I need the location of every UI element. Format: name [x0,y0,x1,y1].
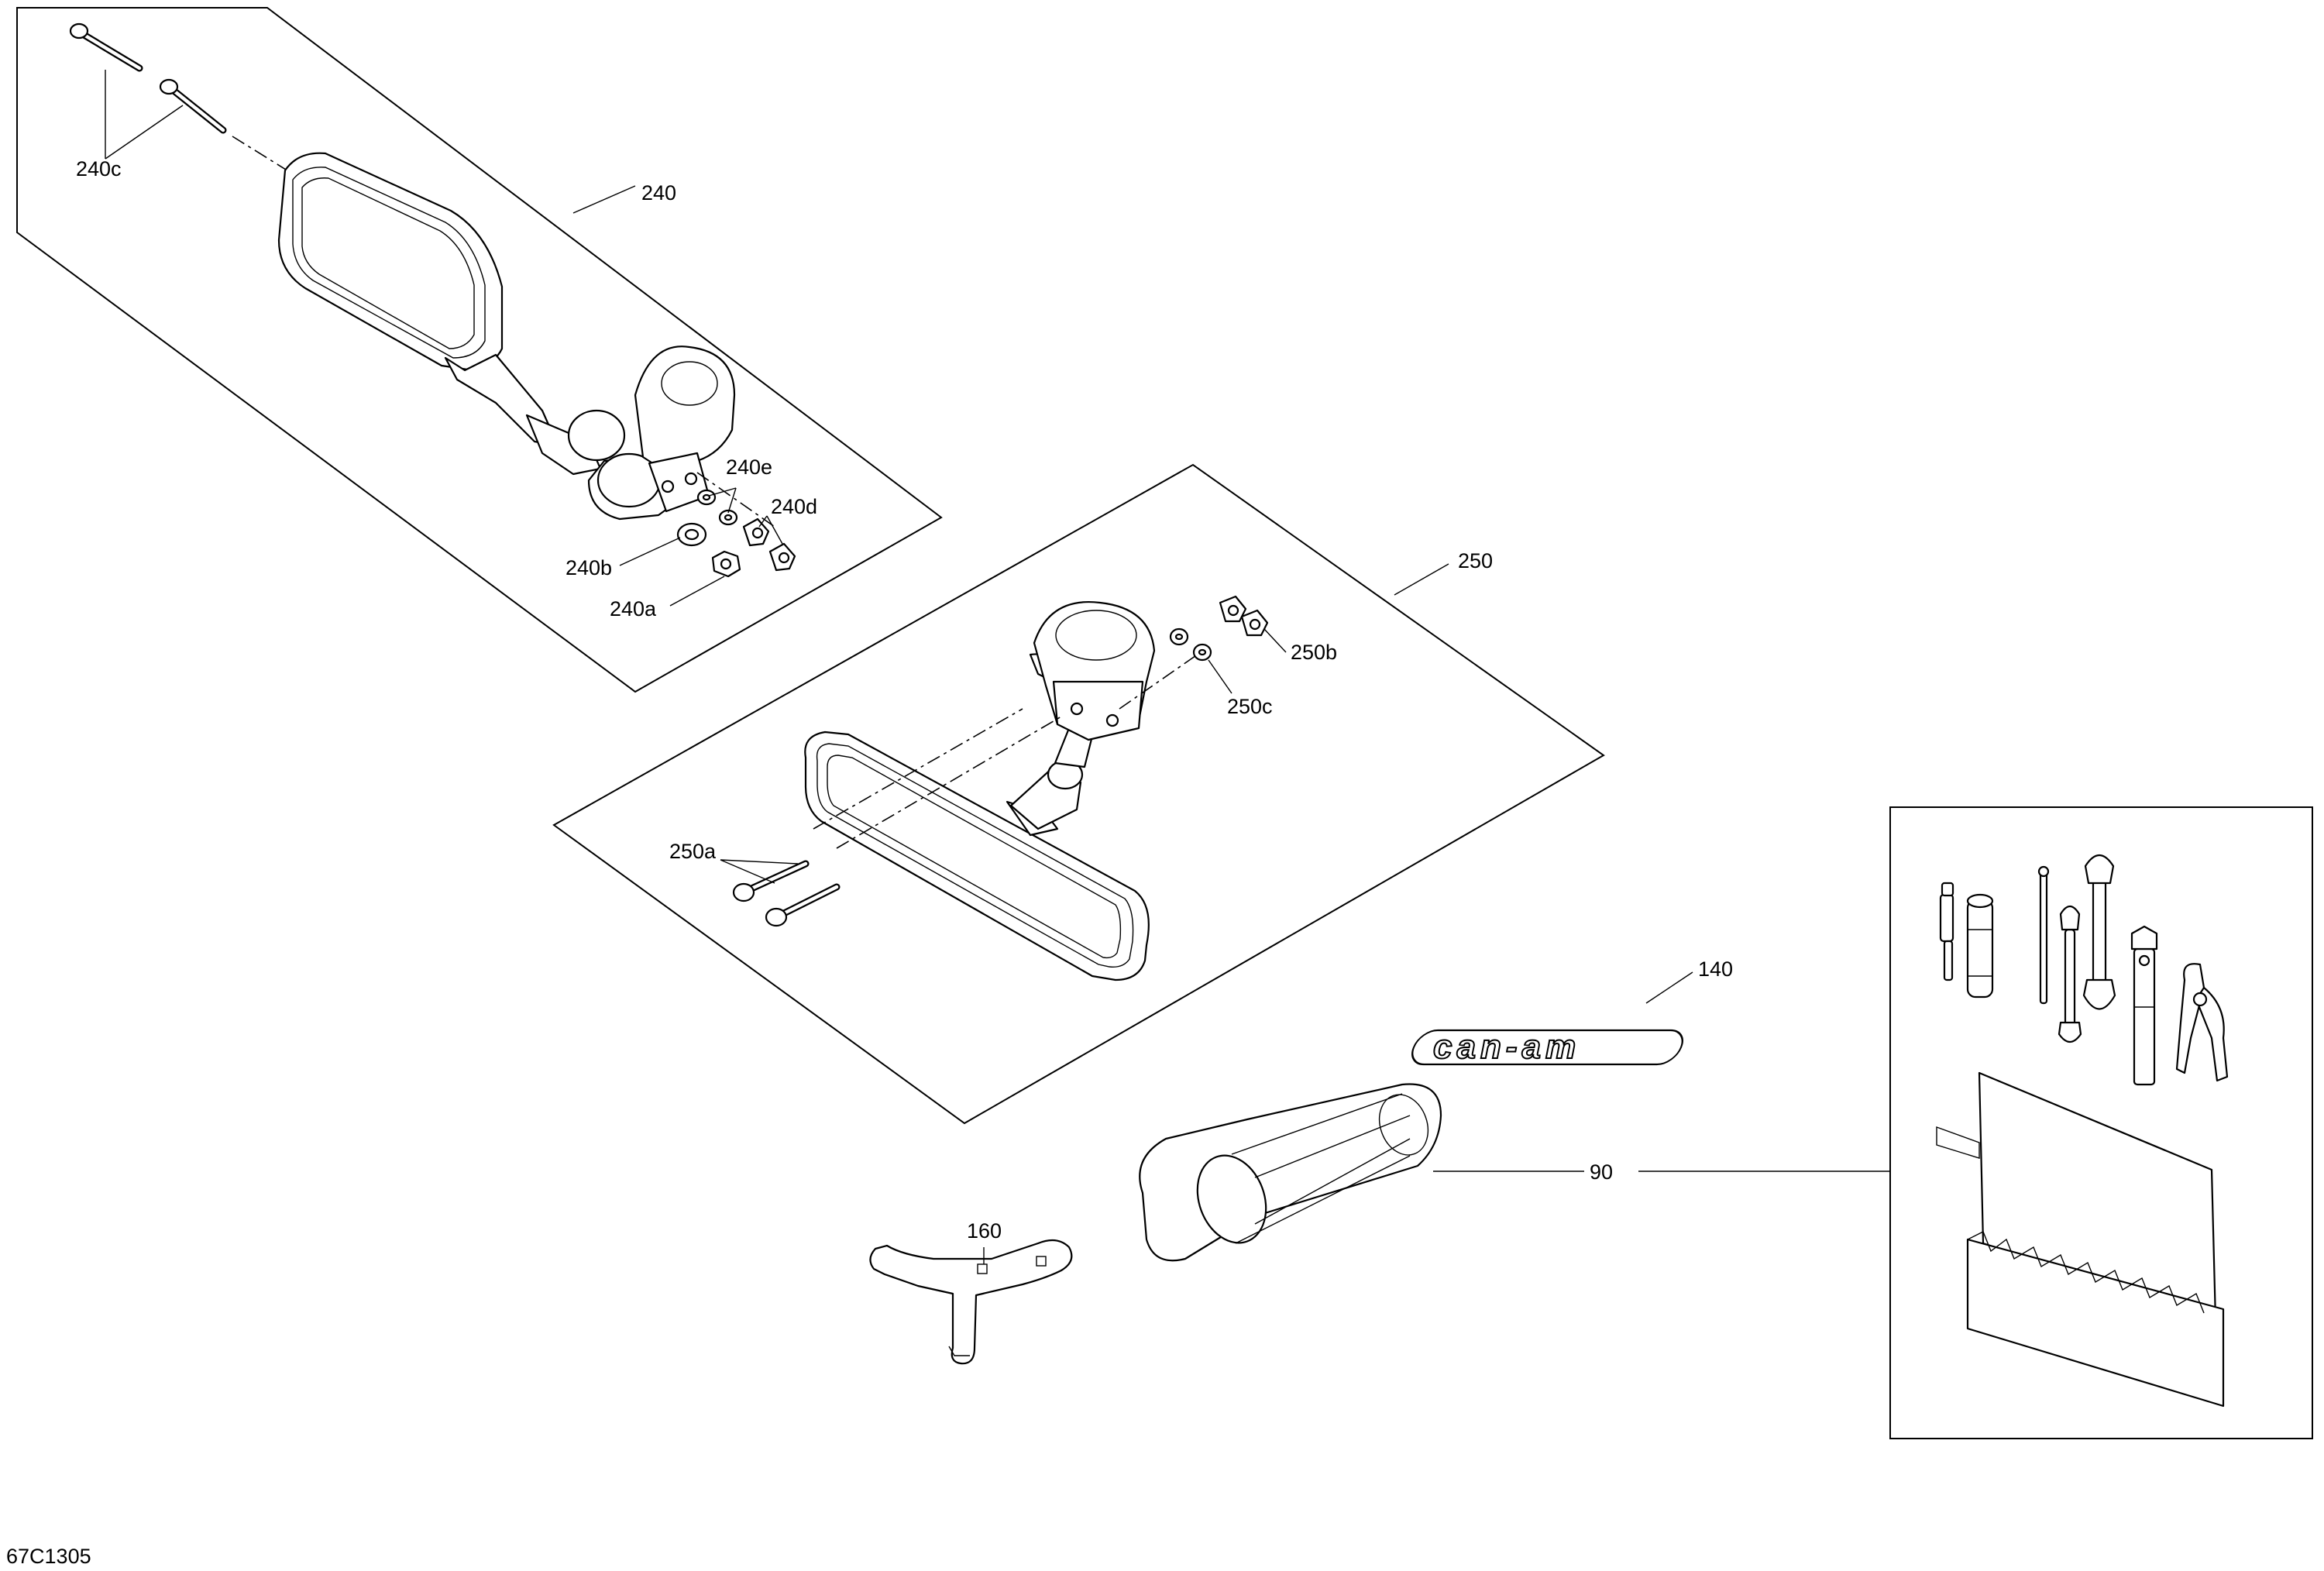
side-mirror-group [16,7,943,693]
cap-nut-250b-2 [1240,609,1269,637]
callout-250a: 250a [669,840,717,863]
screw-250a-1 [732,860,810,902]
callout-90: 90 [1590,1160,1613,1184]
tool-pouch [1936,1071,2225,1408]
tool-screwdriver [1939,882,1954,981]
callout-250c: 250c [1227,695,1273,718]
bolt-240c-2 [159,78,227,134]
storage-bag-90 [1139,1083,1442,1262]
cap-nut-250b-1 [1219,595,1247,623]
washer-240b [676,522,707,547]
callout-160: 160 [967,1219,1002,1243]
tool-wrench-small [2058,905,2082,1043]
tool-spark-plug-wrench [2130,925,2158,1086]
tool-kit-frame [1889,806,2313,1439]
callout-240a: 240a [610,597,657,620]
decal-140: can-am [1411,971,1693,1067]
callout-240e: 240e [726,455,772,479]
side-mirror-panel [16,7,943,693]
rearview-mirror-body [804,601,1209,981]
screw-250a-2 [765,883,841,927]
tool-wrench-large [2082,854,2116,1010]
tool-pliers [2175,963,2229,1082]
washer-250c-1 [1169,627,1189,646]
tool-extension-bar [2037,865,2050,1005]
callout-240c: 240c [76,157,122,180]
callout-250b: 250b [1291,641,1337,664]
callout-240b: 240b [566,556,612,579]
spanner-tool-160 [869,1239,1073,1365]
rearview-mirror-panel [552,463,1605,1125]
decal-text: can-am [1433,1028,1580,1066]
washer-240e-2 [718,509,738,526]
tool-socket [1966,893,1994,999]
side-mirror-body [277,152,775,528]
cap-nut-240d-2 [768,542,796,572]
bolt-240c-1 [69,22,143,72]
drawing-code: 67C1305 [6,1545,91,1568]
callout-140: 140 [1698,957,1733,981]
tool-kit-group [1889,806,2313,1439]
callout-240: 240 [641,181,676,205]
callout-240d: 240d [771,495,817,518]
callout-250: 250 [1458,549,1493,572]
washer-250c-2 [1192,643,1212,662]
rearview-mirror-group [552,463,1605,1125]
washer-240e-1 [696,489,717,506]
nut-240a [711,550,741,578]
cap-nut-240d-1 [742,517,770,547]
